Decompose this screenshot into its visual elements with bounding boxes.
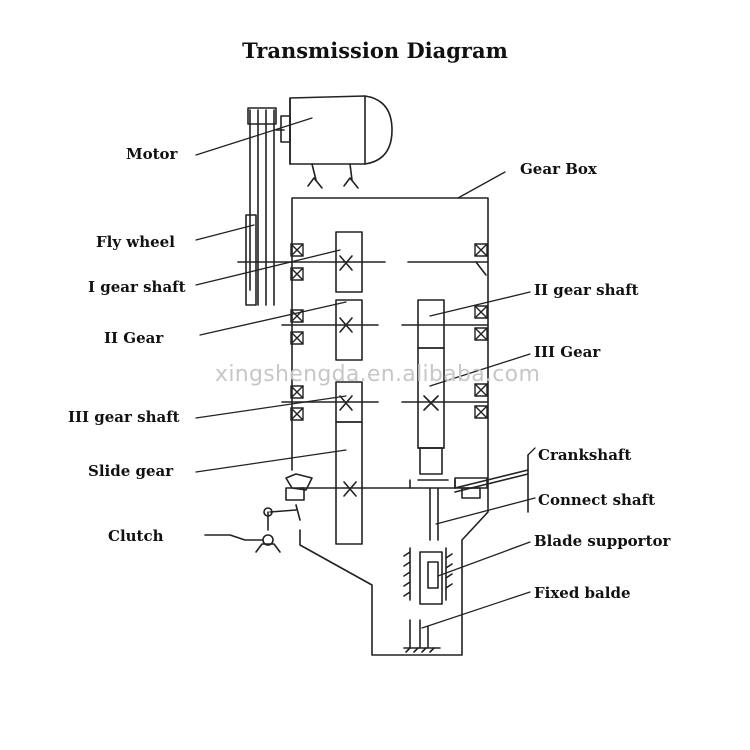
bearing-right-5 [475,406,487,418]
leader-gear-shaft-2 [430,292,530,316]
label-slide-gear: Slide gear [88,462,174,480]
leader-gear-3 [430,354,530,386]
fly-wheel-belt [246,108,284,305]
label-gear-shaft-3: III gear shaft [68,408,180,426]
label-fly-wheel: Fly wheel [96,233,175,251]
bearing-right-4 [475,384,487,396]
bearing-left-6 [291,408,303,420]
label-gear-2: II Gear [104,329,164,347]
gear-box-housing [292,198,488,655]
leader-gear-shaft-3 [196,396,346,418]
label-gear-box: Gear Box [520,160,597,178]
shafts [238,262,488,488]
leader-fixed-blade [422,592,530,628]
label-blade-supportor: Blade supportor [534,532,671,550]
bearing-left-5 [291,386,303,398]
bearing-left-1 [291,244,303,256]
diagram-title: Transmission Diagram [242,38,508,63]
label-motor: Motor [126,145,178,163]
label-fixed-blade: Fixed balde [534,584,631,602]
label-gear-shaft-2: II gear shaft [534,281,639,299]
leader-lines [196,118,535,628]
bearing-right-2 [475,306,487,318]
leader-blade-supportor [438,542,530,576]
leader-gear-shaft-1 [196,250,340,285]
bearing-left-4 [291,332,303,344]
right-gear-stack [418,300,444,474]
motor [281,96,392,188]
bearing-left-2 [291,268,303,280]
clutch [205,474,312,552]
leader-motor [196,118,312,155]
crankshaft-assembly [410,455,528,540]
label-gear-3: III Gear [534,343,601,361]
leader-slide-gear [196,450,346,472]
bearings [291,244,487,420]
left-gear-stack [336,232,362,544]
label-connect-shaft: Connect shaft [538,491,656,509]
leader-connect-shaft [436,498,535,524]
label-gear-shaft-1: I gear shaft [88,278,186,296]
leader-fly-wheel [196,225,254,240]
bearing-right-1 [475,244,487,256]
label-clutch: Clutch [108,527,164,545]
label-crankshaft: Crankshaft [538,446,632,464]
leader-gear-box [458,172,505,198]
leader-gear-2 [200,302,346,335]
blade-assembly [404,548,452,652]
leader-crankshaft [528,448,535,455]
watermark: xingshengda.en.alibaba.com [215,362,541,387]
bearing-right-3 [475,328,487,340]
